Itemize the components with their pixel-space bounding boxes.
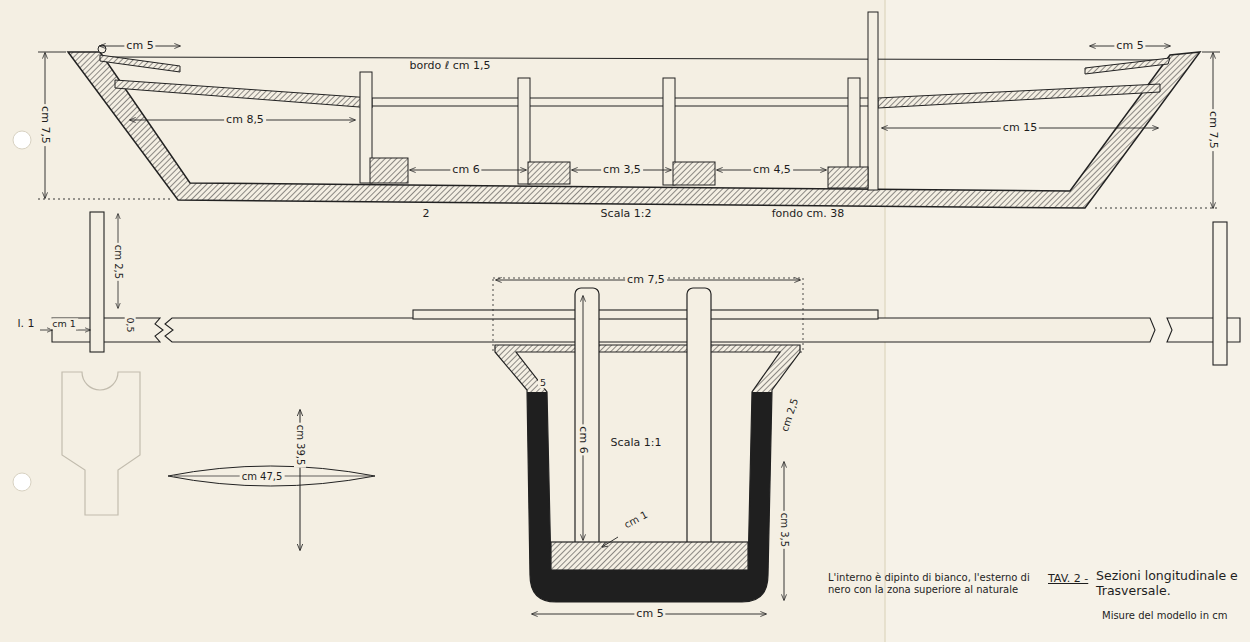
dimension-label: cm 7,5 [625,273,667,286]
floor-block [828,167,868,188]
dimension-line [76,330,90,331]
hull-wall [495,345,800,602]
dimension-label: l. 1 [15,317,36,330]
beam-end [1167,318,1240,342]
deck-bar [115,80,372,108]
note-text: L'interno è dipinto di bianco, l'esterno… [826,572,1040,596]
note-text: Sezioni longitudinale e Trasversale. [1094,568,1246,598]
deck-bar [100,55,180,72]
top-plate [413,310,878,319]
floor-plank [551,542,748,570]
pin [1213,222,1227,365]
longitudinal-section [68,12,1200,208]
hull-interior [516,352,780,570]
dimension-label: fondo cm. 38 [770,207,847,220]
pencil-sketch [62,372,140,515]
punch-hole [13,473,31,491]
mast [868,12,878,190]
dimension-label: cm 8,5 [224,113,266,126]
dimension-label: cm 6 [576,424,589,455]
small-plan [168,410,375,550]
hull-plan [168,466,375,486]
dimension-label: cm 1 [50,318,78,329]
pin [90,212,104,352]
deck-bar [878,84,1160,108]
dimension-label: cm 47,5 [240,471,285,483]
painted-exterior [495,392,800,602]
extension-line [38,52,66,53]
upright-post [687,288,711,550]
dimension-label: cm 15 [1001,121,1039,134]
note-text: Misure del modello in cm [1100,610,1246,622]
dimension-label: Scala 1:1 [609,436,664,449]
dimension-label: cm 5 [124,39,155,52]
plan-strip [40,212,1240,365]
dimension-label: cm 3,5 [778,511,790,549]
dimension-label: bordo ℓ cm 1,5 [407,59,492,72]
dimension-lines [38,46,1220,208]
sheer-line [108,57,1165,60]
dimension-line [583,296,584,540]
dimension-label: 2 [421,207,432,220]
fork-sketch [62,372,140,515]
beam [165,318,1155,342]
dimension-label: Scala 1:2 [599,207,654,220]
punch-hole [13,131,31,149]
dimension-label: cm 5 [1114,39,1145,52]
thwart-line [372,98,868,99]
dimension-label: cm 2,5 [778,395,801,435]
extension-line [1095,208,1220,209]
floor-block [673,162,715,185]
dimension-label: cm 39,5 [294,423,306,468]
floor-block [370,158,408,183]
floor-block [528,162,570,184]
dimension-label: cm 4,5 [751,163,793,176]
cross-section [495,288,800,602]
dimension-label: cm 3,5 [601,163,643,176]
upright-post [575,288,599,550]
section-dimensions [496,280,800,614]
leader-line [602,537,618,547]
hull-section [68,52,1200,208]
dimension-label: 0,5 [124,315,135,334]
deck-bar [1085,58,1170,74]
dimension-label: cm 7,5 [1206,109,1219,151]
dimension-label: cm 6 [450,163,481,176]
dotted-outline [493,278,803,352]
dimension-label: cm 1 [620,508,651,532]
extension-line [38,199,170,200]
extension-line [1202,52,1220,53]
dimension-label: 5 [538,377,548,388]
thwart-line [372,106,868,107]
dimension-label: cm 2,5 [112,243,124,281]
dimension-label: cm 7,5 [38,104,51,146]
dimension-label: cm 5 [634,607,665,620]
